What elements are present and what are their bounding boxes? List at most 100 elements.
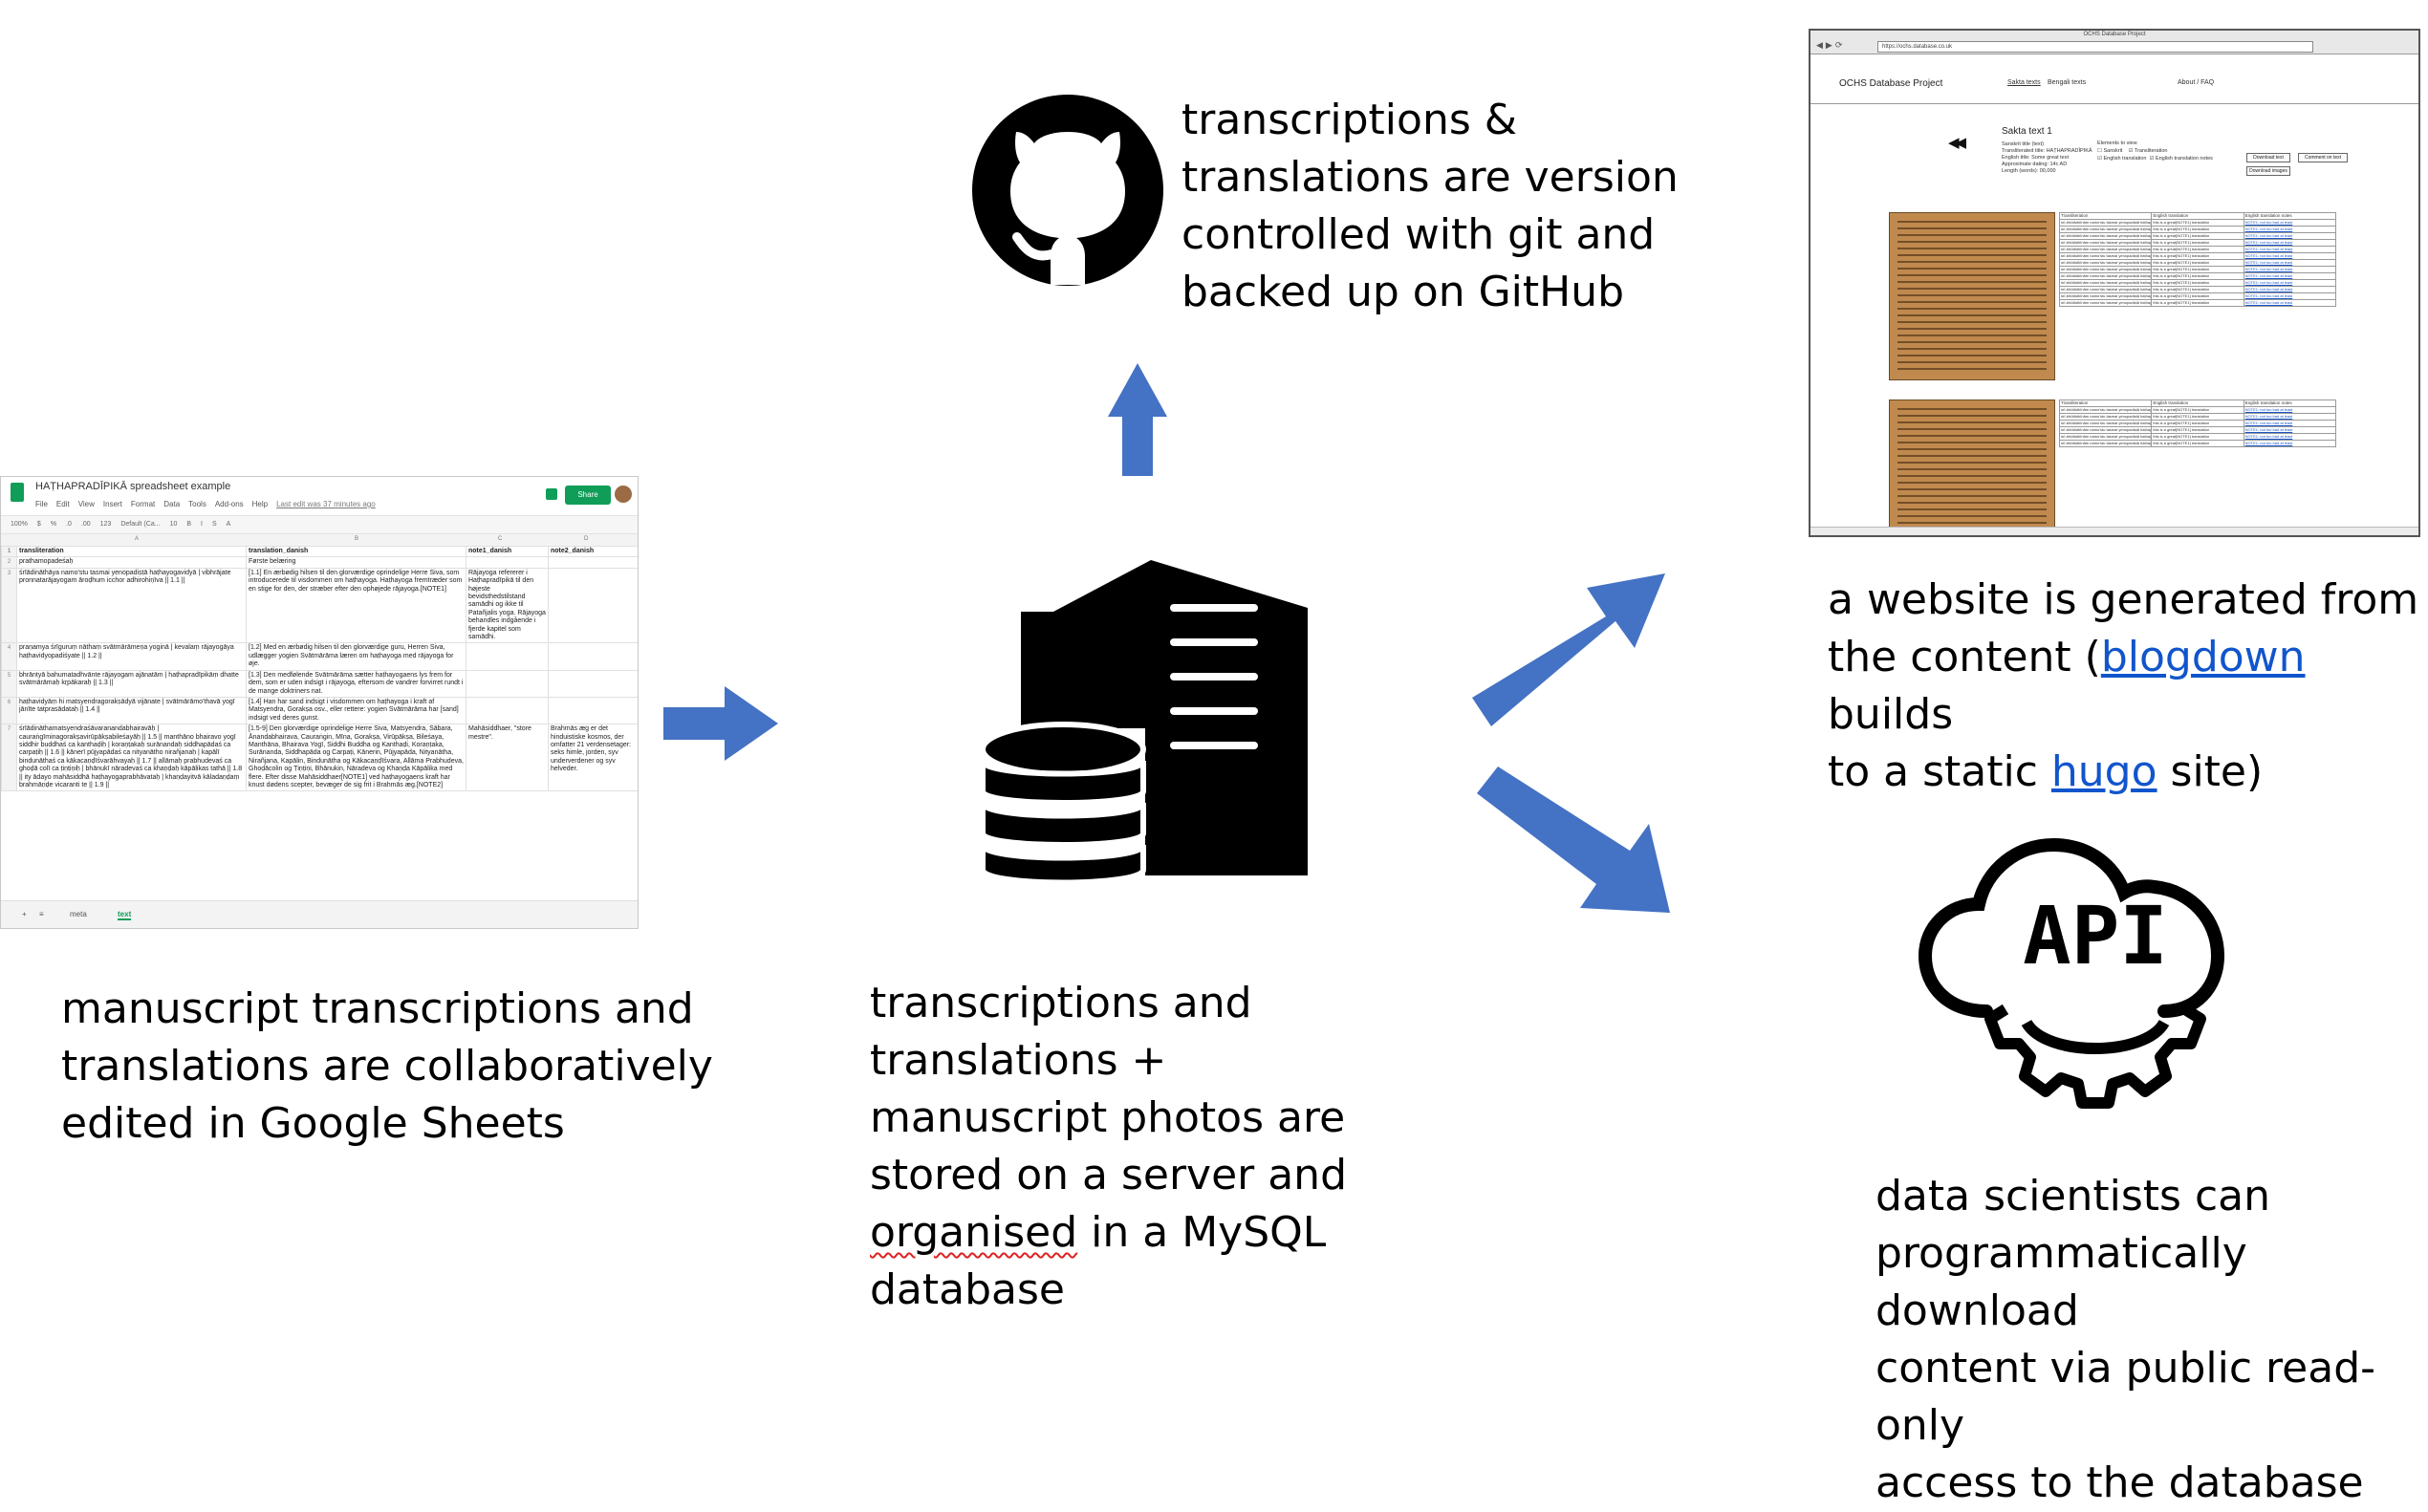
table-cell[interactable]: NOTE1: not too bad at least	[2243, 440, 2337, 447]
font-size-select[interactable]: 10	[169, 521, 178, 528]
table-cell[interactable]: NOTE1: not too bad at least	[2243, 259, 2337, 267]
table-cell[interactable]: NOTE1: not too bad at least	[2243, 426, 2337, 434]
table-cell[interactable]	[548, 696, 638, 725]
download-images-button[interactable]: Download images	[2246, 166, 2290, 176]
menu-edit[interactable]: Edit	[55, 500, 70, 508]
table-cell[interactable]: [1.2] Med en ærbødig hilsen til den glor…	[246, 642, 466, 671]
table-cell[interactable]: NOTE1: not too bad at least	[2243, 286, 2337, 293]
currency-button[interactable]: $	[36, 521, 41, 528]
comment-button[interactable]: Comment on text	[2298, 153, 2348, 162]
horizontal-scrollbar[interactable]	[1810, 527, 2418, 535]
table-cell[interactable]: NOTE1: not too bad at least	[2243, 239, 2337, 247]
share-button[interactable]: Share	[565, 486, 611, 505]
nav-link[interactable]: Bengali texts	[2048, 79, 2087, 86]
table-cell[interactable]: NOTE1: not too bad at least	[2243, 279, 2337, 287]
italic-button[interactable]: I	[201, 521, 203, 528]
download-text-button[interactable]: Download text	[2246, 153, 2290, 162]
checkbox[interactable]: ☑	[2128, 148, 2135, 154]
last-edit-link[interactable]: Last edit was 37 minutes ago	[276, 500, 376, 508]
table-cell[interactable]: haṭhavidyāṃ hi matsyendragorakṣādyā vijā…	[16, 696, 247, 725]
table-cell[interactable]	[466, 642, 549, 671]
table-cell[interactable]	[466, 696, 549, 725]
table-cell[interactable]: śrīādināthamatsyendraśāvaranandabhairavā…	[16, 724, 247, 792]
table-cell[interactable]: Rājayoga refererer i Haṭhapradīpikā til …	[466, 567, 549, 644]
site-brand[interactable]: OCHS Database Project	[1839, 78, 1943, 89]
table-cell[interactable]: NOTE1: not too bad at least	[2243, 433, 2337, 441]
row-number[interactable]: 4	[1, 642, 17, 671]
table-cell[interactable]: NOTE1: not too bad at least	[2243, 406, 2337, 414]
number-format-button[interactable]: 123	[99, 521, 112, 528]
decrease-decimal-button[interactable]: .0	[66, 521, 72, 528]
browser-nav-icon[interactable]: ◀▶⟳	[1816, 40, 1846, 50]
blogdown-link[interactable]: blogdown	[2100, 633, 2306, 681]
menu-data[interactable]: Data	[163, 500, 181, 508]
row-number[interactable]: 2	[1, 556, 17, 569]
header-cell[interactable]: transliteration	[16, 545, 247, 558]
manuscript-photo[interactable]	[1889, 212, 2055, 380]
table-cell[interactable]: bhrāntyā bahumatadhvānte rājayogam ajāna…	[16, 669, 247, 698]
table-cell[interactable]	[548, 567, 638, 644]
url-bar[interactable]: https://ochs.database.co.uk	[1877, 41, 2313, 53]
sheet-tab-meta[interactable]: meta	[70, 910, 87, 918]
column-letter[interactable]: C	[498, 536, 503, 542]
row-number[interactable]: 3	[1, 567, 17, 644]
header-cell[interactable]: note1_danish	[466, 545, 549, 558]
table-cell[interactable]: [1.5-9] Den glorværdige oprindelige Herr…	[246, 724, 466, 792]
table-cell[interactable]: [1.1] En ærbødig hilsen til den glorværd…	[246, 567, 466, 644]
table-cell[interactable]: NOTE1: not too bad at least	[2243, 299, 2337, 307]
text-color-button[interactable]: A	[226, 521, 231, 528]
column-letter[interactable]: B	[355, 536, 359, 542]
table-cell[interactable]: prathamopadeśaḥ	[16, 556, 247, 569]
font-select[interactable]: Default (Ca...	[120, 521, 161, 528]
menu-view[interactable]: View	[77, 500, 95, 508]
table-cell[interactable]: Første belæring	[246, 556, 466, 569]
table-cell[interactable]: NOTE1: not too bad at least	[2243, 226, 2337, 233]
table-cell[interactable]	[548, 556, 638, 569]
row-number[interactable]: 7	[1, 724, 17, 792]
menu-help[interactable]: Help	[251, 500, 269, 508]
table-cell[interactable]: NOTE1: not too bad at least	[2243, 219, 2337, 227]
table-cell[interactable]: [1.4] Han har sand indsigt i visdommen o…	[246, 696, 466, 725]
all-sheets-icon[interactable]: ≡	[39, 910, 44, 918]
table-cell[interactable]	[548, 669, 638, 698]
menu-tools[interactable]: Tools	[188, 500, 206, 508]
avatar[interactable]	[615, 486, 632, 503]
column-letter[interactable]: A	[135, 536, 140, 542]
table-cell[interactable]: NOTE1: not too bad at least	[2243, 272, 2337, 280]
checkbox[interactable]: ☑	[2149, 156, 2156, 162]
spreadsheet-title[interactable]: HAṬHAPRADĪPIKĀ spreadsheet example	[35, 481, 231, 492]
row-number[interactable]: 6	[1, 696, 17, 725]
sheet-tab-text[interactable]: text	[118, 910, 132, 920]
add-sheet-icon[interactable]: +	[22, 910, 27, 918]
table-cell[interactable]: NOTE1: not too bad at least	[2243, 246, 2337, 253]
header-cell[interactable]: note2_danish	[548, 545, 638, 558]
table-cell[interactable]	[548, 642, 638, 671]
table-cell[interactable]: NOTE1: not too bad at least	[2243, 292, 2337, 300]
table-cell[interactable]	[466, 669, 549, 698]
comment-icon[interactable]	[546, 488, 557, 500]
table-cell[interactable]: Mahāsiddhaer, "store mestre".	[466, 724, 549, 792]
bold-button[interactable]: B	[186, 521, 192, 528]
nav-link[interactable]: Sakta texts	[2007, 79, 2041, 86]
table-cell[interactable]: śrīādināthāya namo'stu tasmai yenopadiṣṭ…	[16, 567, 247, 644]
menu-file[interactable]: File	[35, 500, 48, 508]
menu-addons[interactable]: Add-ons	[214, 500, 244, 508]
strikethrough-button[interactable]: S	[211, 521, 217, 528]
manuscript-photo[interactable]	[1889, 400, 2055, 535]
table-cell[interactable]: Brahmās æg er det hinduistiske kosmos, d…	[548, 724, 638, 792]
checkbox[interactable]: ☑	[2097, 156, 2104, 162]
checkbox[interactable]: ☐	[2097, 148, 2104, 154]
menu-insert[interactable]: Insert	[102, 500, 122, 508]
table-cell[interactable]: NOTE1: not too bad at least	[2243, 420, 2337, 427]
header-cell[interactable]: translation_danish	[246, 545, 466, 558]
row-number[interactable]: 5	[1, 669, 17, 698]
menu-format[interactable]: Format	[130, 500, 156, 508]
table-cell[interactable]: NOTE1: not too bad at least	[2243, 232, 2337, 240]
table-cell[interactable]	[466, 556, 549, 569]
table-cell[interactable]: praṇamya śrīguruṃ nāthaṃ svātmārāmeṇa yo…	[16, 642, 247, 671]
hugo-link[interactable]: hugo	[2050, 747, 2157, 796]
table-cell[interactable]: NOTE1: not too bad at least	[2243, 413, 2337, 421]
percent-button[interactable]: %	[50, 521, 57, 528]
column-letter[interactable]: D	[584, 536, 589, 542]
table-cell[interactable]: [1.3] Den medfølende Svātmārāma sætter h…	[246, 669, 466, 698]
